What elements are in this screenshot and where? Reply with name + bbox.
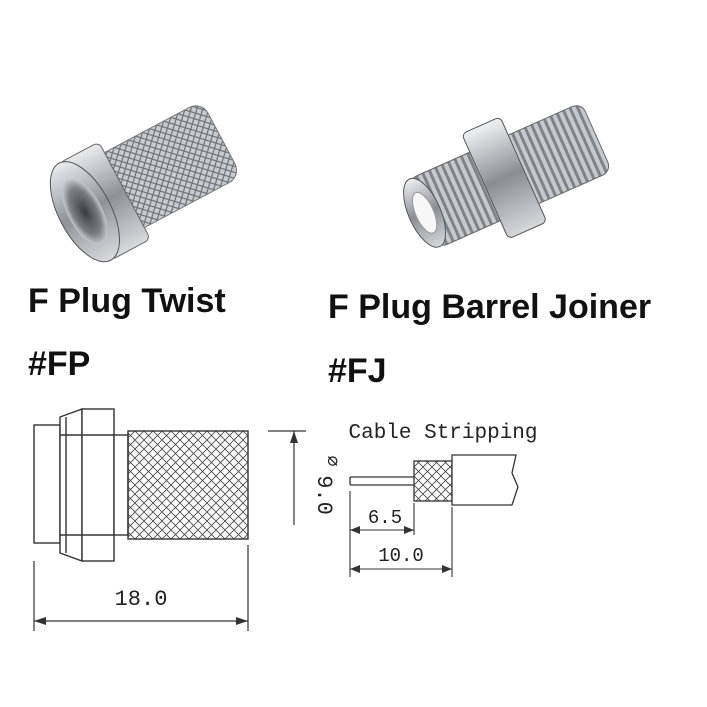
product-code-fp: #FP (28, 345, 91, 383)
product-name-f-barrel-joiner: F Plug Barrel Joiner (328, 288, 652, 326)
diameter-dimension (268, 430, 306, 525)
plug-side-view (33, 408, 249, 562)
length-label: 18.0 (115, 587, 168, 612)
diameter-label: 9.0 (311, 475, 336, 515)
product-name-f-plug-twist: F Plug Twist (28, 282, 226, 320)
product-code-fj: #FJ (328, 352, 387, 390)
cable-stripping-diagram (349, 454, 519, 506)
cable-stripping-title: Cable Stripping (348, 422, 537, 445)
f-barrel-joiner-photo (403, 105, 610, 248)
strip-short-label: 6.5 (368, 507, 402, 529)
technical-drawing: 18.0 9.0 ⌀ Cable Stripping 6.5 10.0 (33, 408, 538, 631)
diameter-symbol: ⌀ (321, 456, 341, 467)
length-dimension (33, 545, 249, 631)
strip-dimensions (349, 491, 453, 577)
strip-long-label: 10.0 (378, 545, 424, 567)
f-plug-twist-photo (49, 105, 238, 263)
